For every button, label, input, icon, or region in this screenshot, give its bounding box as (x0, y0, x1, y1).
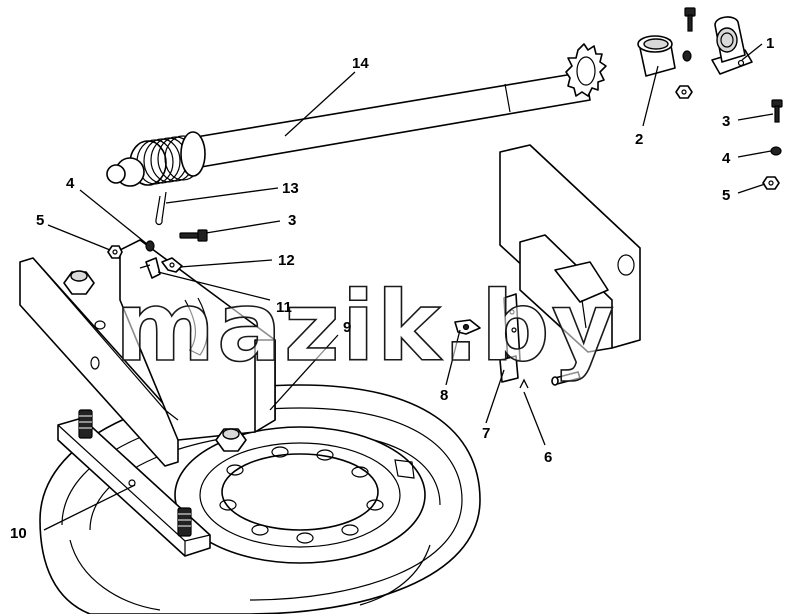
leader-2 (642, 65, 659, 127)
part-5-left-nut (107, 245, 123, 259)
leader-3-right (737, 113, 774, 121)
stud-lower (177, 507, 192, 537)
callout-6: 6 (544, 449, 552, 466)
callout-3-right: 3 (722, 113, 730, 130)
top-nut (675, 85, 693, 99)
callout-labels: 1 2 3 4 5 14 13 4 5 3 12 11 9 8 7 6 10 (10, 35, 774, 542)
part-6-cotter (519, 378, 529, 389)
callout-11: 11 (276, 299, 292, 316)
leader-1 (741, 43, 763, 61)
part-2-bushing (637, 35, 676, 77)
callout-8: 8 (440, 387, 448, 404)
callout-9: 9 (343, 319, 351, 336)
part-10-clamp-plate (57, 409, 211, 557)
part-8-pawl (454, 319, 481, 335)
part-7-bar (499, 293, 521, 383)
callout-14: 14 (352, 55, 369, 72)
part-1-bearing-housing (711, 16, 753, 75)
part-3-right-bolt (771, 99, 783, 123)
part-11-strap (139, 257, 161, 279)
top-bolt (684, 7, 696, 32)
watermark-text: mazik.by (115, 271, 616, 383)
callout-5-right: 5 (722, 187, 730, 204)
callout-4-left: 4 (66, 175, 75, 192)
leader-11 (157, 271, 271, 301)
leader-12 (179, 259, 273, 268)
callout-5-left: 5 (36, 212, 44, 229)
part-3-left-bolt (179, 229, 208, 242)
leader-8 (445, 329, 461, 386)
callout-7: 7 (482, 425, 490, 442)
part-4-right-washer (770, 146, 782, 156)
part-5-right-nut (762, 176, 780, 190)
leader-4-left (79, 189, 148, 245)
part-4-left-washer (145, 240, 155, 252)
leader-10 (43, 484, 136, 531)
clevis-pin (551, 371, 581, 386)
leader-4-right (737, 150, 772, 158)
callout-4-right: 4 (722, 150, 731, 167)
leader-6 (523, 391, 546, 446)
part-13-pin (155, 191, 167, 226)
stud-upper (78, 409, 93, 439)
part-14-shaft (106, 43, 607, 187)
hex-nut-bottom (215, 428, 247, 452)
leader-14 (284, 71, 356, 137)
part-9-main-bracket (19, 239, 276, 467)
part-12-clip (161, 257, 183, 273)
leader-9 (269, 334, 339, 411)
callout-12: 12 (278, 252, 295, 269)
callout-3-left: 3 (288, 212, 296, 229)
leader-13 (165, 187, 279, 204)
shaft-end-stub (106, 157, 145, 187)
leader-7 (485, 369, 505, 424)
callout-1: 1 (766, 35, 774, 52)
callout-13: 13 (282, 180, 299, 197)
leader-5-left (47, 224, 111, 251)
sprocket (565, 43, 607, 97)
upper-right-bracket (499, 144, 641, 353)
leader-3-left (205, 220, 281, 234)
leader-5-right (737, 183, 766, 194)
top-washer (682, 50, 692, 62)
callout-2: 2 (635, 131, 643, 148)
leader-lines (43, 43, 774, 531)
callout-10: 10 (10, 525, 27, 542)
rim-bolt-holes (219, 446, 384, 544)
hex-nut-top (63, 270, 95, 295)
